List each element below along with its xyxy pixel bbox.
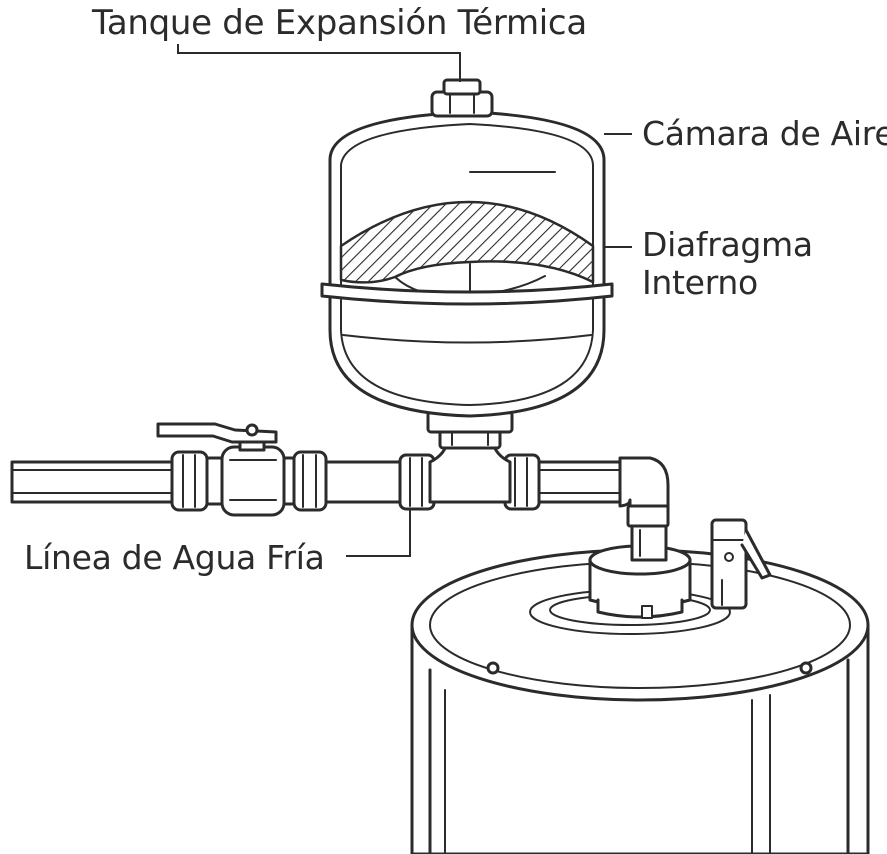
water-heater — [410, 518, 870, 854]
diaphragm-label: Diafragma Interno — [642, 226, 813, 302]
diaphragm — [339, 200, 595, 284]
relief-valve — [710, 518, 772, 610]
diaphragm-label-line1: Diafragma — [642, 225, 813, 264]
leader-title — [177, 44, 461, 82]
air-valve-cap — [430, 90, 494, 118]
expansion-tank — [320, 78, 614, 418]
title-label: Tanque de Expansión Térmica — [92, 3, 587, 43]
cold-water-line-label: Línea de Agua Fría — [24, 538, 325, 577]
tee-fitting — [398, 438, 541, 511]
tank-band — [320, 282, 614, 306]
leader-cold-line — [346, 508, 411, 557]
tank-connector — [426, 410, 514, 450]
ball-valve — [156, 422, 328, 517]
air-chamber-label: Cámara de Aire — [642, 114, 887, 153]
valve-handle — [156, 422, 278, 444]
diaphragm-label-line2: Interno — [642, 263, 758, 302]
cold-water-pipe — [10, 456, 670, 562]
